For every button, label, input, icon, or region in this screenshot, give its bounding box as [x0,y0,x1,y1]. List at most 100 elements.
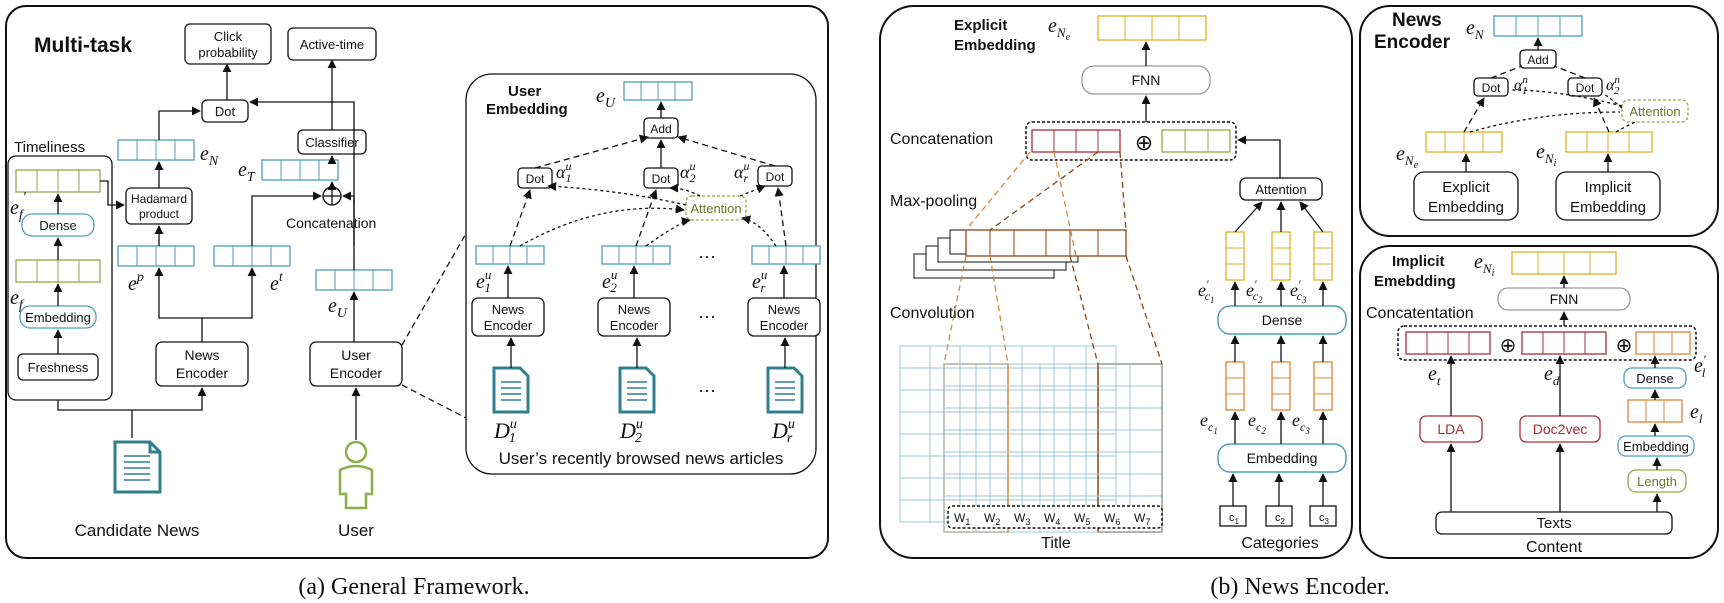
dot-label-b2: Dot [1576,81,1595,95]
dense-label: Dense [39,218,77,233]
ellipsis-2: ··· [698,306,716,326]
general-framework-panel [5,5,829,559]
e-r-u-vector [751,245,821,265]
document-icon-2 [618,366,656,414]
categories-label: Categories [1241,535,1318,552]
attention-label-n: Attention [1629,104,1680,119]
concatentation-label: Concatentation [1366,305,1474,322]
e-c2-label: ec2 [1248,410,1266,436]
e-c3-label: ec3 [1292,410,1310,436]
hadamard-label: Hadamard [131,192,187,206]
e-t-concat-vector [1405,331,1491,355]
e-Ne-vector-n [1425,131,1503,153]
category-1-label: c1 [1229,512,1240,526]
dot-label: Dot [215,104,236,119]
explicit-embedding-panel [879,5,1353,559]
e-t-label: et [270,270,284,295]
user-encoder-box [309,341,403,387]
timeliness-label: Timeliness [14,139,85,156]
e-N-label: eN [200,143,219,169]
e-d-label-i: ed [1544,363,1560,388]
e-c2-prime-label: e′c2 [1246,277,1263,305]
concatentation-frame [1397,325,1697,361]
e-U-vector [315,269,393,291]
dot-label-r: Dot [766,170,785,184]
e-Ne-top-label: eNe [1048,15,1071,43]
lda-label: LDA [1437,421,1465,437]
e-Ni-top-label: eNi [1474,251,1495,279]
e-l-label: el [1690,401,1703,426]
e-N-vector [117,139,195,161]
e-c1-label: ec1 [1200,410,1218,436]
add-label: Add [650,122,671,136]
e-l-concat-vector [1635,331,1691,355]
news-encoder-r-label-1: News [768,302,801,317]
title-concat-vector [1031,129,1121,153]
user-embedding-title-2: Embedding [486,101,568,118]
e-T-vector [261,159,339,181]
attention-box-b [1239,177,1323,201]
attention-label-b: Attention [1255,182,1306,197]
e-c-prime-vectors [1225,231,1333,281]
e-f-vector [15,259,101,283]
dense-label-b: Dense [1262,312,1303,328]
user-embedding-title-1: User [508,83,542,100]
e-1-u-vector [475,245,545,265]
e-Ni-label-n: eNi [1536,141,1557,169]
e-Ni-vector-n [1565,131,1653,153]
implicit-emb-label-1: Implicit [1585,179,1633,196]
texts-label: Texts [1536,515,1571,532]
title-label: Title [1041,535,1071,552]
e-f-prime-label: ef′ [10,190,27,223]
e-Ne-label-n: eNe [1396,143,1419,171]
content-label: Content [1526,539,1583,556]
embedding-label: Embedding [25,310,91,325]
news-encoder-1-label-2: Encoder [484,318,533,333]
document-icon-1 [492,366,530,414]
word-embedding-matrix [899,345,1163,533]
convolution-label: Convolution [890,305,975,322]
news-encoder-1-label-1: News [492,302,525,317]
concatenation-label-b: Concatenation [890,131,993,148]
fnn-label-i: FNN [1550,291,1579,307]
e-Ni-top-vector [1511,251,1617,275]
implicit-emb-label-2: Embedding [1570,199,1646,216]
e-T-label: eT [238,159,256,185]
category-inputs [1219,505,1337,527]
news-encoder-2-label-1: News [618,302,651,317]
document-icon-r [766,366,804,414]
product-label: product [139,207,180,221]
ellipsis-1: ··· [698,246,716,266]
embedding-label-i: Embedding [1623,439,1689,454]
candidate-news-label: Candidate News [75,521,200,540]
e-t-label-i: et [1428,363,1441,388]
embedding-box-b [1217,443,1347,473]
explicit-title-1: Explicit [954,17,1007,34]
category-3-label: c3 [1319,512,1330,526]
length-label: Length [1637,474,1677,489]
max-pooling-label: Max-pooling [890,193,977,210]
texts-box [1435,511,1673,535]
candidate-news-document-icon [113,440,162,494]
attention-box [685,195,747,221]
probability-label: probability [198,45,258,60]
active-time-label: Active-time [300,37,364,52]
e-c3-prime-label: e′c3 [1290,277,1307,305]
e-2-u-vector [601,245,671,265]
implicit-title-2: Emebdding [1374,273,1456,290]
dense-box-b [1217,305,1347,335]
user-person-icon [338,440,374,510]
e-d-concat-vector [1521,331,1607,355]
implicit-title-1: Implicit [1392,253,1445,270]
caption-b: (b) News Encoder. [1210,574,1389,600]
